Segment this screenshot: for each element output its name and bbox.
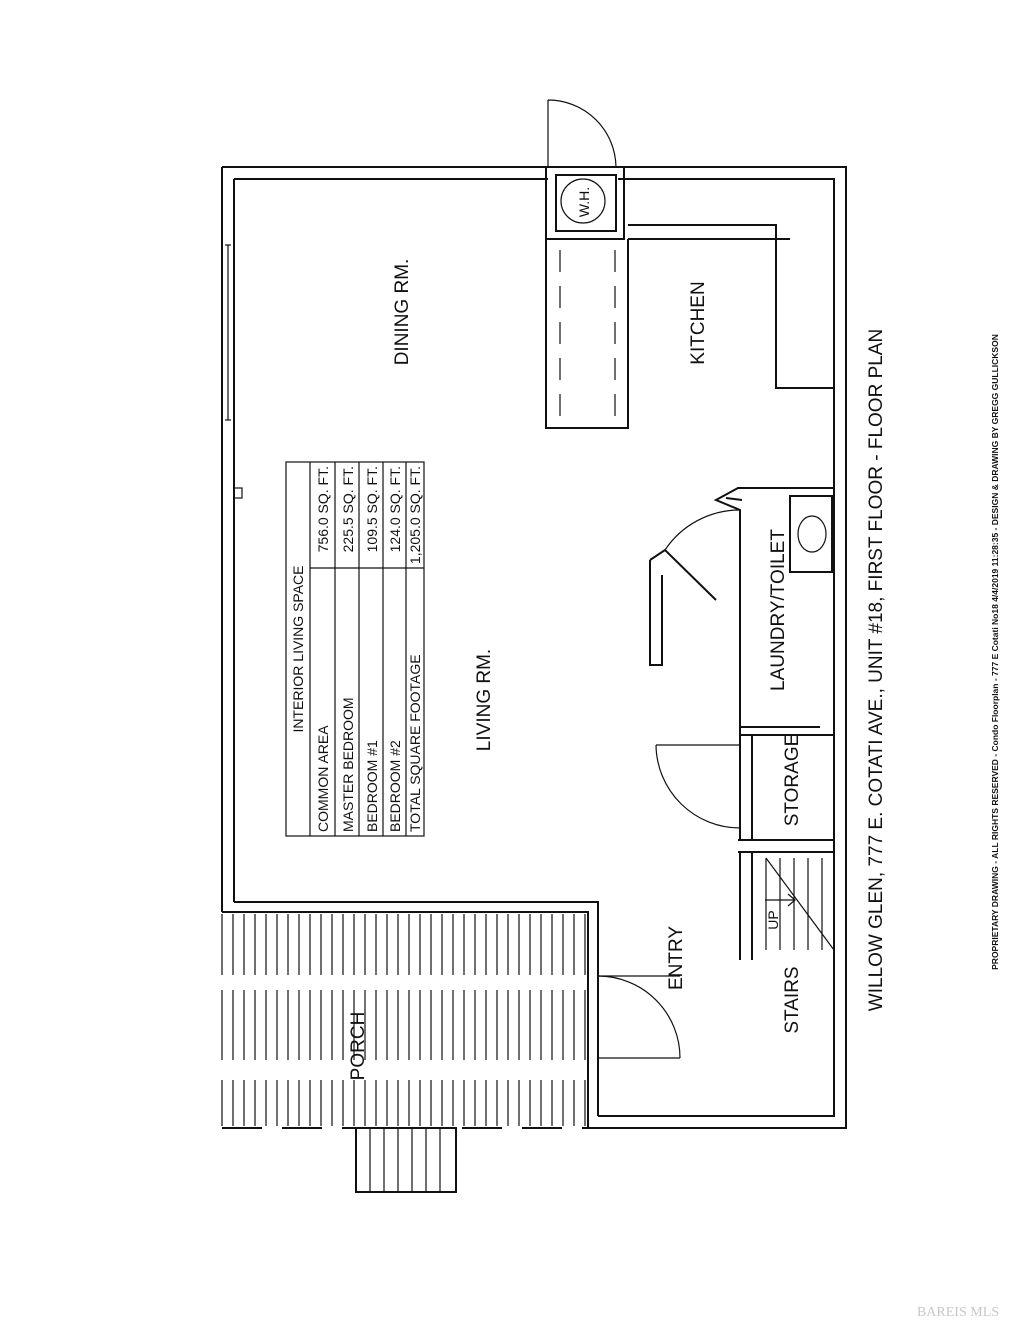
room-label-kitchen: KITCHEN: [688, 281, 709, 364]
room-label-storage: STORAGE: [782, 734, 803, 827]
table-row-value: 109.5 SQ. FT.: [364, 466, 380, 552]
mls-watermark: BAREIS MLS: [917, 1305, 999, 1320]
water-heater-closet: [545, 99, 625, 240]
table-row-label: BEDROOM #1: [364, 740, 380, 832]
table-row-value: 756.0 SQ. FT.: [315, 466, 331, 552]
area-table: INTERIOR LIVING SPACE COMMON AREA 756.0 …: [285, 461, 425, 837]
kitchen-counters: [545, 224, 834, 429]
table-row-label: TOTAL SQUARE FOOTAGE: [407, 654, 423, 832]
plan-caption: WILLOW GLEN, 777 E. COTATI AVE., UNIT #1…: [866, 329, 887, 1011]
windows: [225, 244, 243, 499]
water-heater-label: W.H.: [576, 187, 592, 217]
drawing-credit: PROPRIETARY DRAWING - ALL RIGHTS RESERVE…: [990, 334, 1000, 970]
table-row-label: BEDROOM #2: [387, 740, 403, 832]
table-row-label: MASTER BEDROOM: [340, 697, 356, 832]
room-label-entry: ENTRY: [666, 926, 687, 990]
table-row-label: COMMON AREA: [315, 725, 331, 832]
stairs-up-label: UP: [765, 910, 781, 929]
room-label-porch: PORCH: [348, 1012, 369, 1081]
interior-walls: [597, 487, 835, 1059]
table-row-value: 1,205.0 SQ. FT.: [407, 466, 423, 564]
exterior-walls: [221, 166, 847, 1129]
room-label-stairs: STAIRS: [782, 966, 803, 1033]
porch-decking: [221, 914, 588, 1193]
room-label-living: LIVING RM.: [474, 649, 495, 751]
table-row-value: 124.0 SQ. FT.: [387, 466, 403, 552]
room-label-dining: DINING RM.: [392, 259, 413, 366]
table-title: INTERIOR LIVING SPACE: [290, 566, 306, 733]
room-label-laundry: LAUNDRY/TOILET: [768, 529, 789, 691]
table-row-value: 225.5 SQ. FT.: [340, 466, 356, 552]
